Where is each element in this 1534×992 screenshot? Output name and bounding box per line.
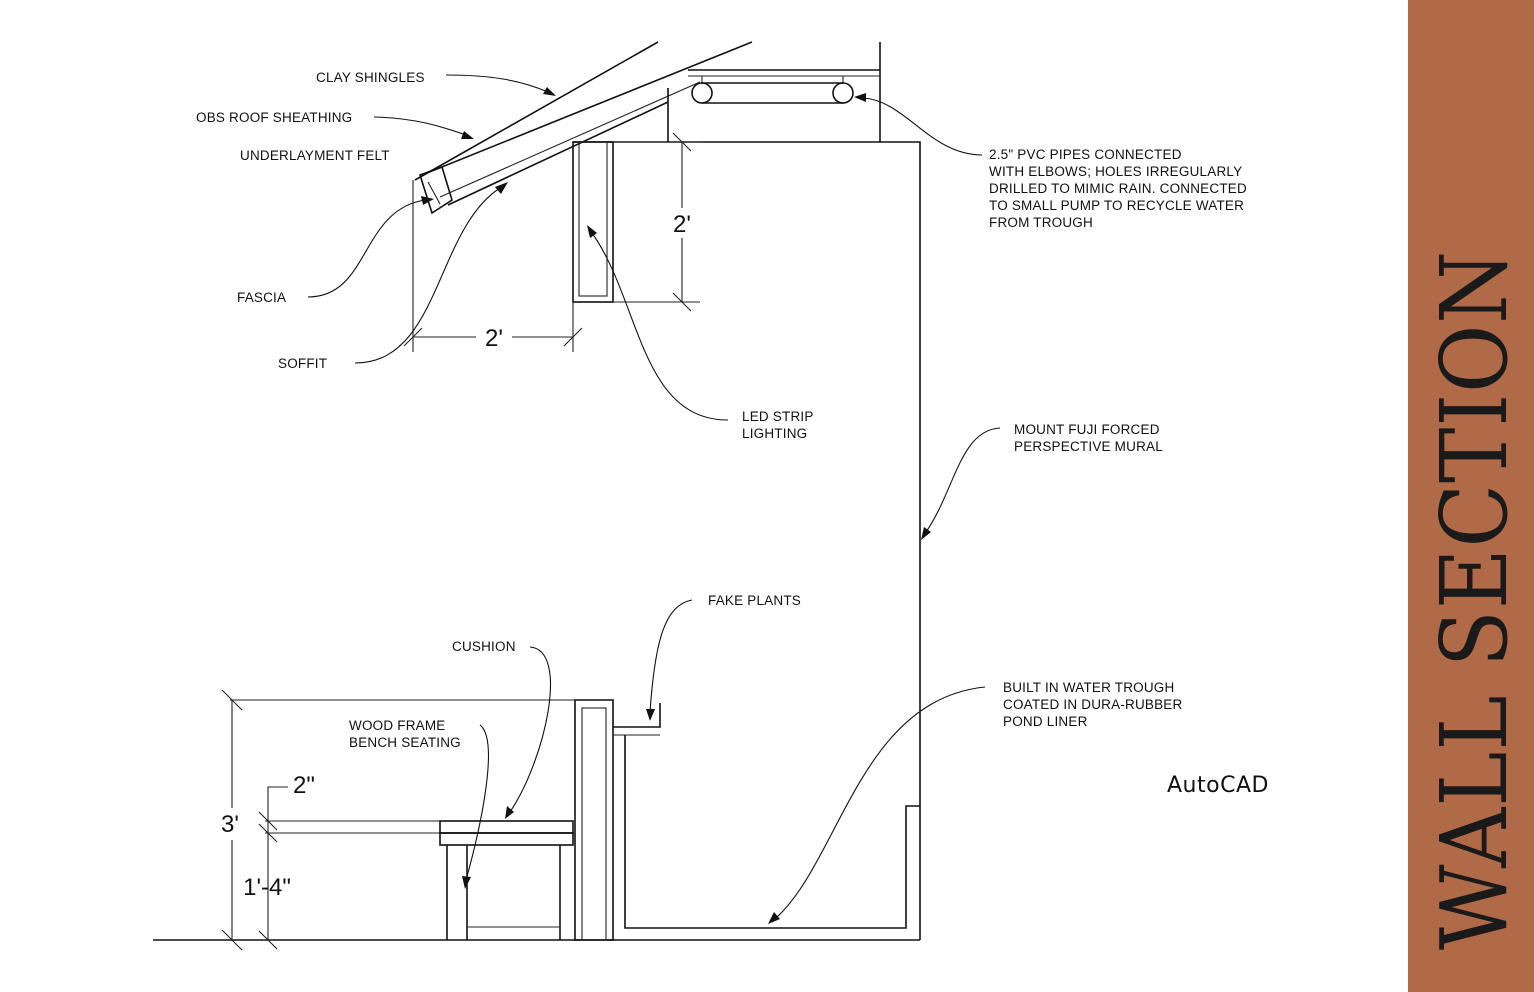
dim-light-box-text: 2' bbox=[673, 211, 691, 238]
label-pvc-line-4: TO SMALL PUMP TO RECYCLE WATER bbox=[989, 198, 1244, 213]
fascia-inner bbox=[427, 181, 441, 205]
leader-obs-sheathing bbox=[373, 116, 467, 136]
mural-wall bbox=[880, 141, 921, 940]
dim-overhang-text: 2' bbox=[485, 325, 503, 352]
label-clay-shingles: CLAY SHINGLES bbox=[316, 70, 425, 85]
label-led-strip-line-2: LIGHTING bbox=[742, 426, 807, 441]
label-fake-plants: FAKE PLANTS bbox=[708, 593, 801, 608]
label-pvc-line-5: FROM TROUGH bbox=[989, 215, 1093, 230]
label-bench-line-2: BENCH SEATING bbox=[349, 735, 461, 750]
roof-assembly bbox=[414, 41, 880, 215]
leader-fake-plants bbox=[649, 599, 693, 713]
planter-box bbox=[613, 703, 661, 728]
bench-back-post bbox=[574, 699, 614, 941]
dim-cushion-text: 2" bbox=[293, 772, 315, 799]
leader-bench bbox=[465, 724, 489, 881]
label-pvc-line-3: DRILLED TO MIMIC RAIN. CONNECTED bbox=[989, 181, 1247, 196]
cushion bbox=[439, 820, 574, 834]
led-light-box bbox=[572, 141, 614, 303]
label-bench-line-1: WOOD FRAME bbox=[349, 718, 446, 733]
label-trough-line-2: COATED IN DURA-RUBBER bbox=[1003, 697, 1183, 712]
label-soffit: SOFFIT bbox=[278, 356, 327, 371]
dim-seat-height-text: 1'-4" bbox=[243, 874, 291, 901]
leader-led-strip bbox=[591, 232, 729, 421]
leader-clay-shingles bbox=[445, 74, 549, 93]
wall-outline bbox=[880, 141, 921, 940]
dim-bench-height-text: 3' bbox=[221, 811, 239, 838]
label-trough-line-1: BUILT IN WATER TROUGH bbox=[1003, 680, 1174, 695]
label-mural-line-2: PERSPECTIVE MURAL bbox=[1014, 439, 1163, 454]
light-box-inner bbox=[578, 141, 608, 297]
label-pvc-line-1: 2.5" PVC PIPES CONNECTED bbox=[989, 147, 1182, 162]
bench-back-inner bbox=[581, 707, 607, 941]
leader-soffit bbox=[354, 187, 501, 364]
annotations: CLAY SHINGLES OBS ROOF SHEATHING UNDERLA… bbox=[196, 70, 1269, 798]
label-cushion: CUSHION bbox=[452, 639, 516, 654]
pipe-assembly bbox=[688, 42, 881, 142]
roof-line-2 bbox=[421, 41, 753, 176]
fascia-board bbox=[419, 165, 453, 215]
seat-board bbox=[439, 832, 574, 846]
planter-and-trough bbox=[613, 703, 920, 929]
label-fascia: FASCIA bbox=[237, 290, 286, 305]
leader-lines bbox=[307, 74, 1001, 924]
dimension-overhang-width: 2' bbox=[403, 180, 583, 352]
leader-pvc-pipes bbox=[862, 97, 983, 156]
dimension-bench: 3' 2" 1'-4" bbox=[221, 689, 315, 951]
page-title: WALL SECTION bbox=[1421, 250, 1528, 950]
pvc-pipe-left bbox=[691, 82, 713, 104]
water-trough bbox=[624, 735, 920, 929]
roof-line-3 bbox=[439, 81, 701, 198]
label-pvc-line-2: WITH ELBOWS; HOLES IRREGULARLY bbox=[989, 164, 1242, 179]
roof-line-4 bbox=[447, 101, 669, 206]
leader-fascia bbox=[307, 199, 426, 298]
pvc-pipe-right bbox=[832, 82, 854, 104]
wall-section-drawing: 2' 2' bbox=[153, 41, 1269, 951]
label-trough-line-3: POND LINER bbox=[1003, 714, 1088, 729]
roof-line-1 bbox=[414, 41, 659, 181]
label-mural-line-1: MOUNT FUJI FORCED bbox=[1014, 422, 1160, 437]
leader-water-trough bbox=[775, 686, 986, 919]
leader-mural bbox=[925, 427, 1001, 533]
software-credit: AutoCAD bbox=[1167, 773, 1269, 798]
title-band: WALL SECTION bbox=[1408, 0, 1534, 992]
label-obs-roof-sheathing: OBS ROOF SHEATHING bbox=[196, 110, 352, 125]
label-underlayment-felt: UNDERLAYMENT FELT bbox=[240, 148, 390, 163]
label-led-strip-line-1: LED STRIP bbox=[742, 409, 814, 424]
leader-cushion bbox=[509, 646, 551, 813]
dimension-light-box-height: 2' bbox=[613, 132, 700, 312]
